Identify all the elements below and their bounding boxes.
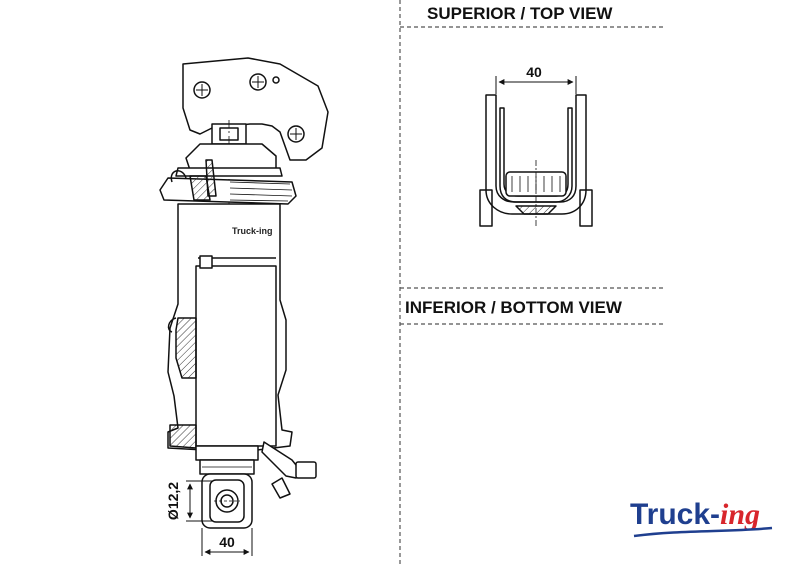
air-spring-drawing (159, 57, 329, 529)
logo-main-text: Truck- (630, 498, 720, 531)
eye-diameter-label: Ø12,2 (165, 482, 181, 520)
bottom-view-heading: INFERIOR / BOTTOM VIEW (405, 298, 623, 317)
svg-text:Truck-ing: Truck-ing (630, 498, 760, 531)
view-divider-lines (399, 0, 665, 565)
body-brand-label: Truck-ing (232, 226, 273, 236)
top-view-width-dimension (495, 76, 577, 94)
eye-diameter-dimension (186, 480, 212, 522)
top-view-heading: SUPERIOR / TOP VIEW (427, 4, 613, 23)
truck-ing-logo: Truck-ing (630, 498, 773, 538)
eye-width-label: 40 (219, 534, 235, 550)
top-view-bracket (479, 94, 593, 228)
eye-width-dimension (201, 528, 253, 556)
logo-script-text: ing (720, 498, 760, 531)
top-view-width-label: 40 (526, 64, 542, 80)
